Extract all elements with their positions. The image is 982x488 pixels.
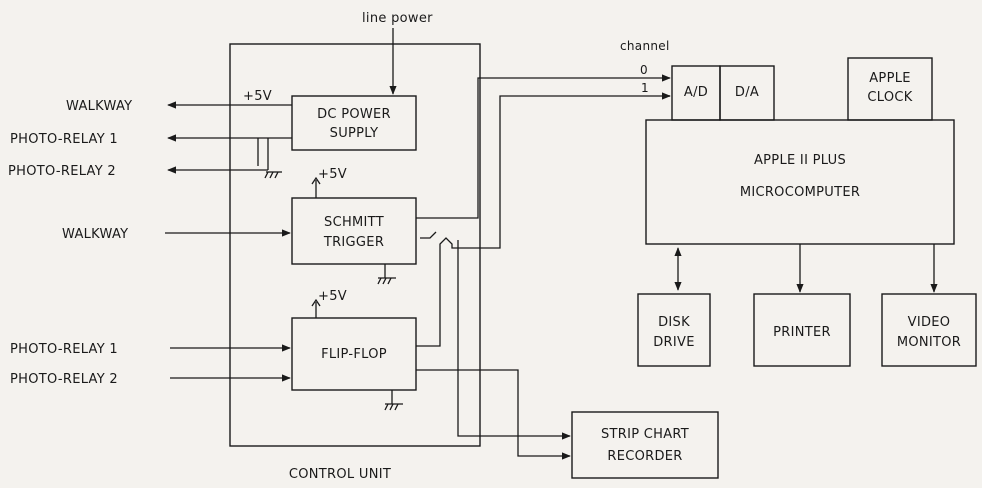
apple-label-1: APPLE II PLUS (754, 153, 846, 168)
apple-clock-label-2: CLOCK (867, 90, 912, 105)
dc-power-supply-box (291, 95, 417, 151)
strip-label-1: STRIP CHART (601, 427, 689, 442)
printer-box (753, 293, 851, 367)
photo-relay-1-in-label: PHOTO-RELAY 1 (10, 342, 118, 357)
schmitt-to-ad-ch0-wire (416, 74, 671, 219)
line-power-label: line power (362, 11, 433, 26)
schmitt-label-2: TRIGGER (323, 235, 384, 250)
plus5v-label-schmitt: +5V (318, 167, 347, 182)
strip-chart-recorder-box (571, 411, 719, 479)
ground-symbol-ff (384, 403, 403, 411)
schmitt-trigger-box (291, 197, 417, 265)
schmitt-to-strip-wire (457, 240, 571, 440)
printer-label: PRINTER (773, 325, 831, 340)
control-unit-label: CONTROL UNIT (289, 467, 391, 482)
apple-clock-box (847, 57, 933, 121)
dc-power-label-2: SUPPLY (330, 126, 379, 141)
schmitt-label-1: SCHMITT (324, 215, 384, 230)
walkway-in-label: WALKWAY (62, 227, 128, 242)
flip-flop-box (291, 317, 417, 391)
disk-label-2: DRIVE (653, 335, 694, 350)
plus5v-label-ps: +5V (243, 89, 272, 104)
ground-symbol-ps (264, 171, 282, 179)
schmitt-out-jog (420, 231, 437, 239)
ff-vcc-symbol (311, 298, 321, 307)
video-monitor-box (881, 293, 977, 367)
flip-flop-label: FLIP-FLOP (321, 347, 387, 362)
photo-relay-2-in-label: PHOTO-RELAY 2 (10, 372, 118, 387)
da-label: D/A (735, 85, 759, 100)
strip-label-2: RECORDER (607, 449, 682, 464)
channel-0-label: 0 (640, 63, 648, 77)
control-unit-box (229, 43, 481, 447)
disk-drive-box (637, 293, 711, 367)
apple-label-2: MICROCOMPUTER (740, 185, 860, 200)
channel-1-label: 1 (641, 81, 649, 95)
ground-symbol-schmitt (377, 277, 396, 285)
video-label-1: VIDEO (908, 315, 951, 330)
plus5v-label-ff: +5V (318, 289, 347, 304)
channel-label: channel (620, 39, 670, 53)
photo-relay-2-out-label: PHOTO-RELAY 2 (8, 164, 116, 179)
dc-power-label-1: DC POWER (317, 107, 391, 122)
ff-to-ad-ch1-wire (416, 95, 670, 347)
apple-clock-label-1: APPLE (869, 71, 911, 86)
photo-relay-1-out-label: PHOTO-RELAY 1 (10, 132, 118, 147)
ad-label: A/D (684, 85, 708, 100)
video-label-2: MONITOR (897, 335, 961, 350)
walkway-out-label: WALKWAY (66, 99, 132, 114)
disk-label-1: DISK (658, 315, 690, 330)
ff-to-strip-wire (416, 369, 571, 460)
schmitt-vcc-symbol (311, 176, 321, 185)
apple-ii-plus-box (645, 119, 955, 245)
